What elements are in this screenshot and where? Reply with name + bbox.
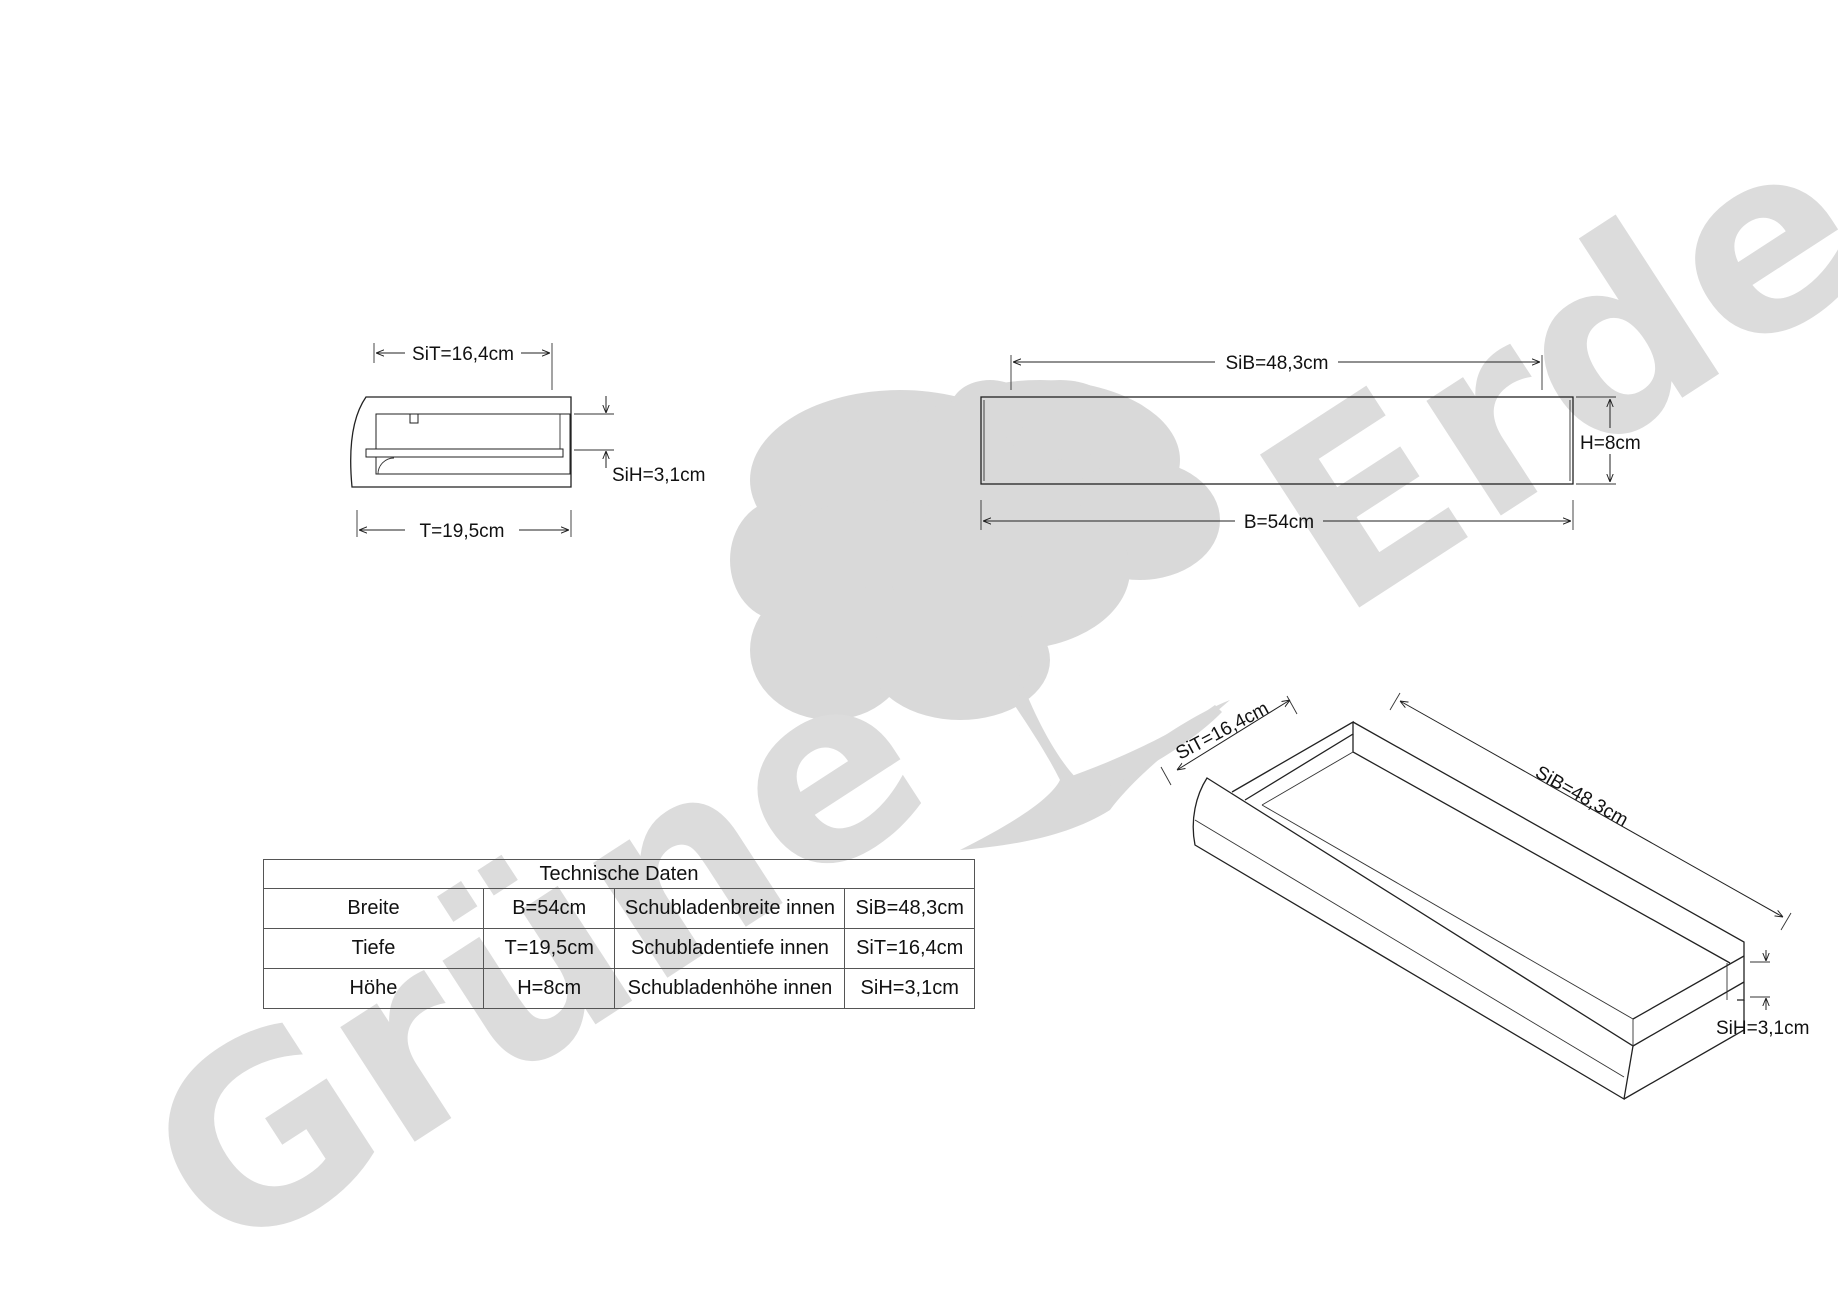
- iso-inner-height-label: SiH=3,1cm: [1716, 1018, 1809, 1039]
- front-inner-width-label: SiB=48,3cm: [1226, 353, 1329, 374]
- table-cell-label: Breite: [263, 888, 484, 929]
- table-cell-inner-label: Schubladenbreite innen: [614, 888, 846, 929]
- iso-inner-width-label: SiB=48,3cm: [1532, 762, 1632, 831]
- side-depth-label: T=19,5cm: [419, 521, 504, 542]
- side-section-view: SiT=16,4cm SiH=3,1cm T=19,5cm: [350, 343, 705, 542]
- table-cell-value: T=19,5cm: [482, 928, 616, 969]
- watermark: Grüne Erde: [99, 75, 1838, 1300]
- side-inner-height-label: SiH=3,1cm: [612, 465, 705, 486]
- table-cell-inner-value: SiT=16,4cm: [844, 928, 975, 969]
- isometric-view: SiT=16,4cm SiB=48,3cm SiH=3,1cm: [1160, 692, 1809, 1101]
- side-inner-depth-label: SiT=16,4cm: [412, 344, 514, 365]
- front-width-label: B=54cm: [1244, 512, 1314, 533]
- table-cell-label: Tiefe: [263, 928, 484, 969]
- table-cell-inner-label: Schubladenhöhe innen: [614, 968, 846, 1009]
- table-title-row: Technische Daten: [263, 859, 975, 889]
- table-row: Breite B=54cm Schubladenbreite innen SiB…: [263, 888, 975, 929]
- table-cell-inner-label: Schubladentiefe innen: [614, 928, 846, 969]
- front-height-label: H=8cm: [1580, 433, 1641, 454]
- table-row: Tiefe T=19,5cm Schubladentiefe innen SiT…: [263, 928, 975, 969]
- front-view: SiB=48,3cm H=8cm B=54cm: [980, 353, 1641, 533]
- table-title: Technische Daten: [263, 859, 975, 889]
- table-cell-value: H=8cm: [482, 968, 616, 1009]
- table-row: Höhe H=8cm Schubladenhöhe innen SiH=3,1c…: [263, 968, 975, 1009]
- table-cell-inner-value: SiB=48,3cm: [844, 888, 975, 929]
- table-cell-value: B=54cm: [482, 888, 616, 929]
- table-cell-label: Höhe: [263, 968, 484, 1009]
- table-cell-inner-value: SiH=3,1cm: [844, 968, 975, 1009]
- technical-data-table: Technische Daten Breite B=54cm Schublade…: [263, 859, 975, 1009]
